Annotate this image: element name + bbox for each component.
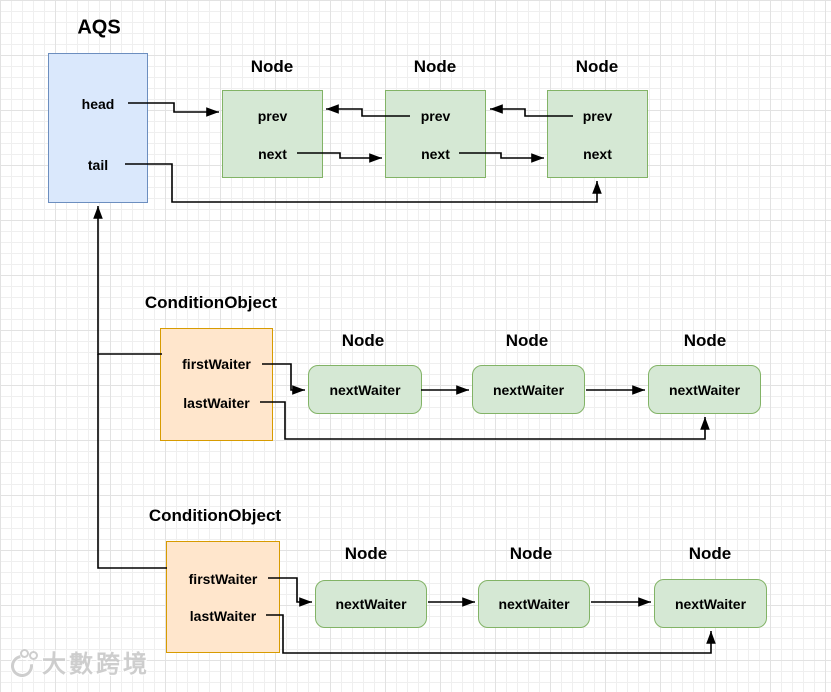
condition1-field-lastwaiter: lastWaiter <box>183 395 250 411</box>
line-condition2-to-aqs-join <box>97 354 167 569</box>
cond2-node3-field-nextwaiter: nextWaiter <box>674 595 747 612</box>
sync-node2-box: prev next <box>385 90 486 178</box>
arrow-lastwaiter1-to-waiter3-bottom <box>260 401 710 440</box>
arrow-head-to-node1 <box>128 102 219 117</box>
arrow-node2-prev-to-node1 <box>326 104 410 117</box>
condition2-title: ConditionObject <box>148 506 282 525</box>
arrow-firstwaiter1-to-waiter1 <box>262 363 305 395</box>
cond1-node1-box: nextWaiter <box>308 365 422 414</box>
cond2-node2-field-nextwaiter: nextWaiter <box>498 596 570 612</box>
arrow-node3-prev-to-node2 <box>490 104 573 117</box>
watermark-logo-icon <box>6 648 38 681</box>
arrow-condition1-to-aqs <box>93 206 162 355</box>
sync-node3-box: prev next <box>547 90 648 178</box>
aqs-field-tail: tail <box>87 157 109 173</box>
cond1-node1-title: Node <box>341 331 385 350</box>
cond1-node1-field-nextwaiter: nextWaiter <box>329 381 401 398</box>
sync-node1-box: prev next <box>222 90 323 178</box>
sync-node1-title: Node <box>250 57 294 76</box>
arrow-node2-next-to-node3 <box>459 152 544 163</box>
sync-node1-field-prev: prev <box>257 108 288 124</box>
condition1-box: firstWaiter lastWaiter <box>160 328 273 441</box>
arrow-node1-next-to-node2 <box>297 152 382 163</box>
watermark: 大數跨境 <box>6 644 150 681</box>
cond2-node1-field-nextwaiter: nextWaiter <box>335 596 407 612</box>
aqs-box: head tail <box>48 53 148 203</box>
cond2-node3-box: nextWaiter <box>654 579 767 628</box>
cond2-node1-box: nextWaiter <box>315 580 427 628</box>
condition2-field-firstwaiter: firstWaiter <box>188 571 258 587</box>
condition2-field-lastwaiter: lastWaiter <box>189 608 257 624</box>
sync-node3-field-next: next <box>583 146 612 162</box>
cond1-node3-field-nextwaiter: nextWaiter <box>668 381 741 398</box>
cond1-node3-title: Node <box>683 331 727 350</box>
cond1-node2-box: nextWaiter <box>472 365 585 414</box>
sync-node3-title: Node <box>575 57 619 76</box>
aqs-title: AQS <box>77 16 121 39</box>
sync-node2-title: Node <box>413 57 457 76</box>
condition1-field-firstwaiter: firstWaiter <box>182 356 251 372</box>
cond2-node1-title: Node <box>344 544 388 563</box>
arrow-lastwaiter2-to-waiter3-bottom <box>266 614 716 654</box>
sync-node1-field-next: next <box>258 146 287 162</box>
cond1-node3-box: nextWaiter <box>648 365 761 414</box>
sync-node2-field-prev: prev <box>420 108 451 124</box>
condition2-box: firstWaiter lastWaiter <box>166 541 280 653</box>
sync-node3-field-prev: prev <box>582 108 613 124</box>
arrow-firstwaiter2-to-waiter1 <box>268 577 312 607</box>
aqs-field-head: head <box>81 96 115 112</box>
arrow-tail-to-node3-bottom <box>125 163 602 203</box>
condition1-title: ConditionObject <box>144 293 278 312</box>
watermark-text: 大數跨境 <box>42 651 150 678</box>
sync-node2-field-next: next <box>421 146 450 162</box>
cond2-node2-title: Node <box>509 544 553 563</box>
cond2-node2-box: nextWaiter <box>478 580 590 628</box>
cond1-node2-field-nextwaiter: nextWaiter <box>492 381 565 398</box>
cond2-node3-title: Node <box>688 544 732 563</box>
cond1-node2-title: Node <box>505 331 549 350</box>
